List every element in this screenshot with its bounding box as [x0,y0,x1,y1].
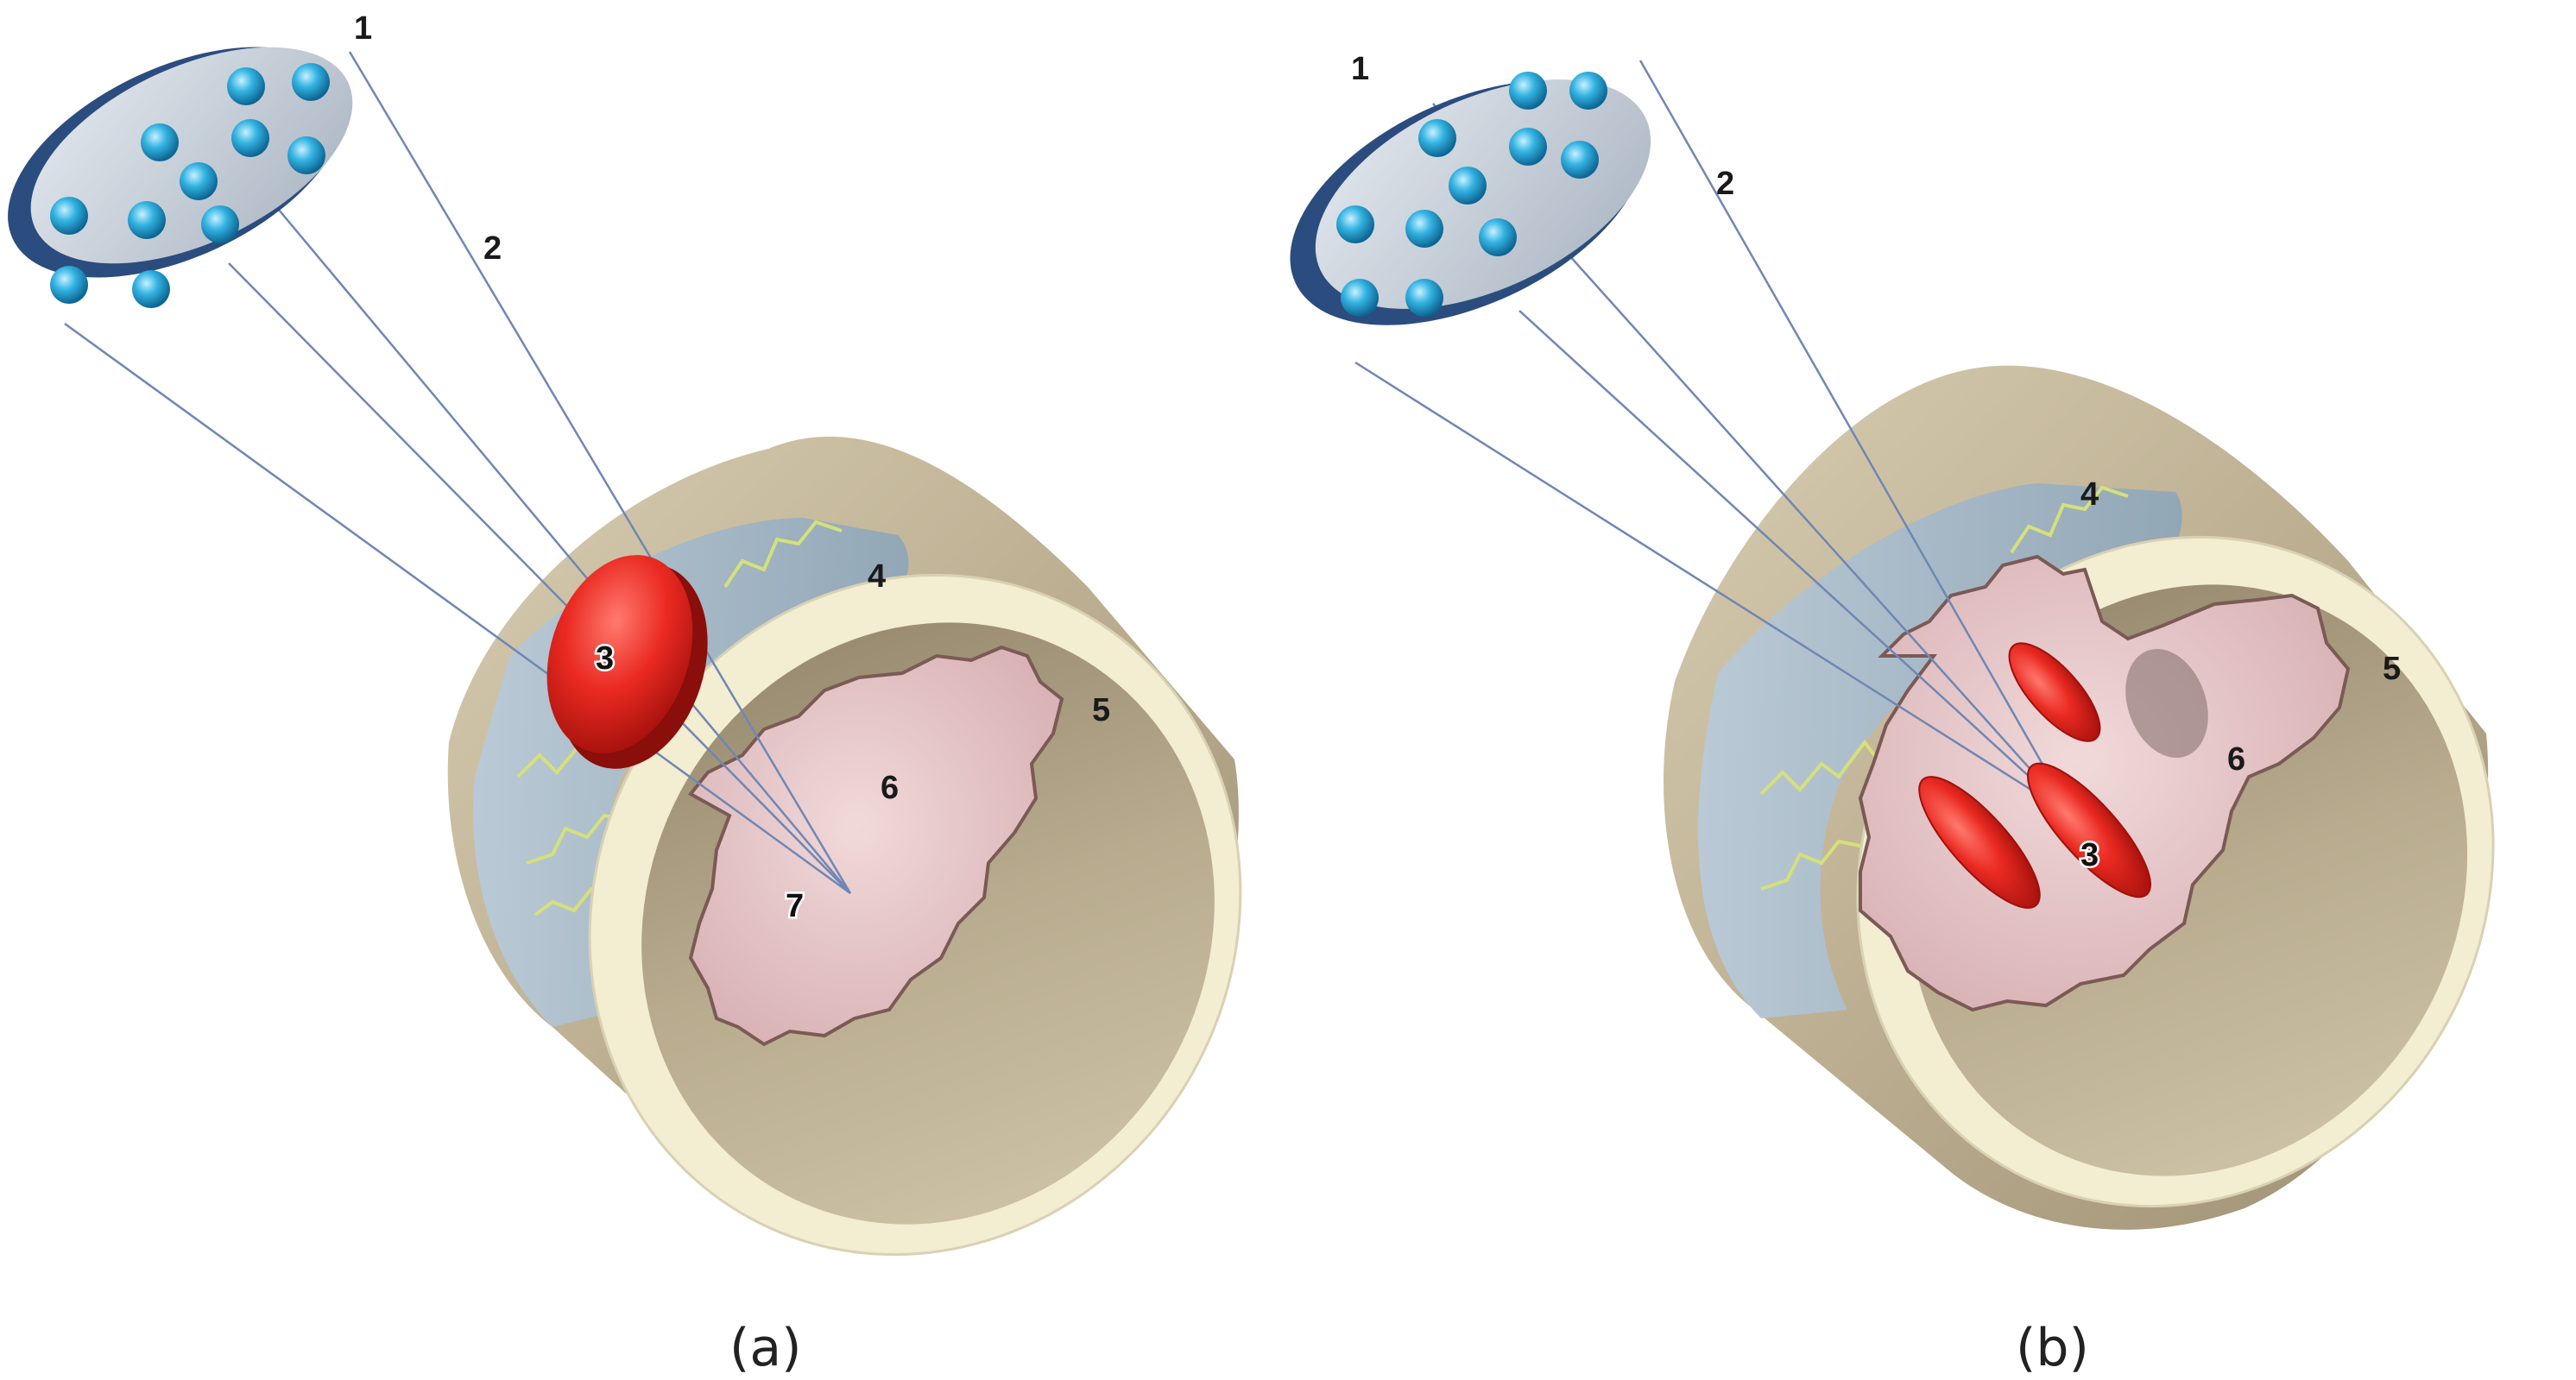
nerve-fibers [1759,485,2129,891]
beam-lines-b [1354,60,2074,817]
label-tissue: 6 [2227,741,2245,778]
transducer-a [8,47,353,308]
label-beams: 2 [1716,166,1734,202]
panel-caption-a: (a) [729,1318,802,1378]
clot-fragment [2008,642,2101,742]
clot-fragment [2026,762,2152,898]
panel-a: 1 2 3 4 5 6 7 (a) [8,10,1242,1378]
tissue-shadow [2125,649,2208,758]
transducer-elements [1336,72,1607,317]
clot-fragment [1918,776,2041,909]
label-wall: 4 [868,558,886,595]
label-rim: 5 [2383,651,2401,687]
label-wall: 4 [2080,476,2099,513]
vessel-wall-band [1698,483,2182,1018]
thrombus-tissue [687,645,1064,1047]
label-tissue: 6 [881,770,899,806]
label-target: 3 [2080,837,2099,873]
label-transducer: 1 [1351,51,1369,87]
label-rim: 5 [1092,692,1110,728]
transducer-face [30,47,353,264]
clot-a [546,555,708,769]
vessel-b [1663,365,2495,1230]
label-focus: 7 [786,888,804,924]
clot-fragments-b [1918,642,2152,909]
label-beams: 2 [483,230,502,267]
transducer-b [1290,72,1651,325]
beam-lines-a [64,51,852,895]
transducer-elements [50,63,330,308]
label-transducer: 1 [354,10,372,47]
label-target: 3 [596,640,614,677]
panel-b: 1 2 3 4 5 6 (b) [1290,51,2495,1378]
panel-caption-b: (b) [2016,1318,2089,1378]
thrombus-tissue [1858,554,2351,1012]
